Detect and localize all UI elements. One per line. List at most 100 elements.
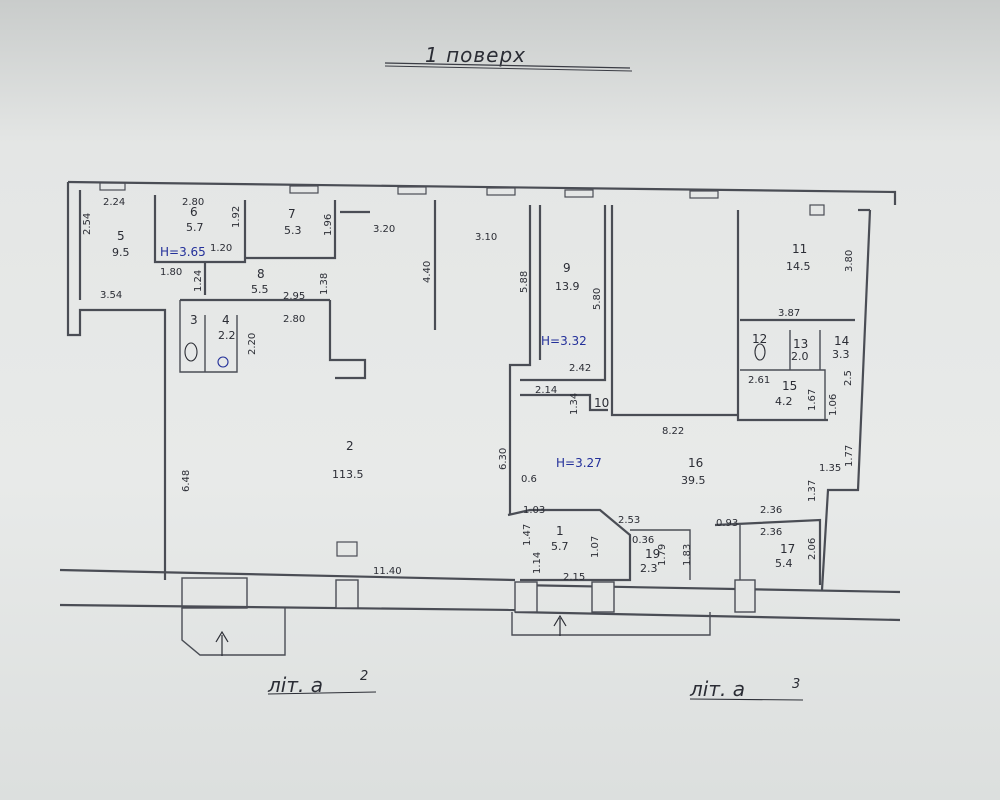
dimension-label: 5.80 bbox=[592, 288, 603, 310]
lit-labels: літ. а 2 літ. а 3 bbox=[267, 669, 804, 701]
room-number: 2 bbox=[346, 439, 354, 453]
dimension-label: 2.53 bbox=[618, 515, 640, 526]
dimension-label: 1.06 bbox=[828, 394, 839, 416]
dimension-label: 2.5 bbox=[843, 370, 854, 386]
dimension-label: 2.24 bbox=[103, 197, 125, 208]
lit-label-sup: 3 bbox=[792, 677, 800, 692]
room-area: 5.5 bbox=[251, 283, 269, 296]
dimension-label: 2.06 bbox=[807, 538, 818, 560]
dimension-label: 1.96 bbox=[323, 214, 334, 236]
room-area: 2.0 bbox=[791, 350, 809, 363]
height-marks: H=3.65 H=3.32 H=3.27 bbox=[160, 245, 602, 470]
dimension-label: 2.42 bbox=[569, 363, 591, 374]
room-number: 8 bbox=[257, 267, 265, 281]
room-number: 15 bbox=[782, 379, 797, 393]
room-number: 7 bbox=[288, 207, 296, 221]
lit-label: літ. а bbox=[689, 677, 745, 701]
room-number: 10 bbox=[594, 396, 609, 410]
dimension-label: 0.36 bbox=[632, 535, 654, 546]
dimension-label: 0.6 bbox=[521, 474, 537, 485]
dimension-label: 2.36 bbox=[760, 527, 782, 538]
room-area: 9.5 bbox=[112, 246, 130, 259]
room-number: 3 bbox=[190, 313, 198, 327]
sanitary-fixtures bbox=[184, 342, 766, 368]
room-area: 2.2 bbox=[218, 329, 236, 342]
room-number: 12 bbox=[752, 332, 767, 346]
dimension-label: 1.38 bbox=[319, 273, 330, 295]
dimension-label: 2.54 bbox=[82, 213, 93, 235]
height-mark: H=3.27 bbox=[556, 456, 602, 470]
dimension-label: 2.95 bbox=[283, 291, 305, 302]
dimension-label: 0.93 bbox=[716, 518, 738, 529]
dimension-label: 1.92 bbox=[231, 206, 242, 228]
room-area: 4.2 bbox=[775, 395, 793, 408]
dimension-label: 3.54 bbox=[100, 290, 122, 301]
room-area: 5.7 bbox=[186, 221, 204, 234]
room-number: 6 bbox=[190, 205, 198, 219]
windows-top bbox=[99, 182, 825, 216]
dimension-label: 5.88 bbox=[519, 271, 530, 293]
height-mark: H=3.32 bbox=[541, 334, 587, 348]
dimension-label: 3.10 bbox=[475, 232, 497, 243]
dimension-label: 1.35 bbox=[819, 463, 841, 474]
room-area: 13.9 bbox=[555, 280, 580, 293]
dimension-label: 1.47 bbox=[522, 524, 533, 546]
room-area: 39.5 bbox=[681, 474, 706, 487]
dimension-label: 2.80 bbox=[182, 197, 204, 208]
room-number: 1 bbox=[556, 524, 564, 538]
room-area: 5.7 bbox=[551, 540, 569, 553]
dimension-label: 3.20 bbox=[373, 224, 395, 235]
dimension-label: 11.40 bbox=[373, 566, 402, 577]
dimension-label: 1.14 bbox=[532, 552, 543, 574]
plan-title: 1 поверх bbox=[425, 43, 526, 67]
dimension-label: 1.20 bbox=[210, 243, 232, 254]
title-underline-2 bbox=[384, 65, 633, 72]
dimension-label: 2.14 bbox=[535, 385, 557, 396]
dimension-label: 1.67 bbox=[807, 389, 818, 411]
room-number: 16 bbox=[688, 456, 703, 470]
dimension-label: 1.79 bbox=[657, 544, 668, 566]
height-mark: H=3.65 bbox=[160, 245, 206, 259]
dimension-label: 2.15 bbox=[563, 572, 585, 583]
lit-label-sup: 2 bbox=[360, 669, 368, 684]
dimension-label: 1.03 bbox=[523, 505, 545, 516]
interior-walls bbox=[153, 195, 855, 585]
room-area: 5.3 bbox=[284, 224, 302, 237]
dimension-label: 3.80 bbox=[844, 250, 855, 272]
room-number: 4 bbox=[222, 313, 230, 327]
room-area: 3.3 bbox=[832, 348, 850, 361]
title-underline bbox=[384, 62, 631, 69]
dimension-label: 8.22 bbox=[662, 426, 684, 437]
room-area: 113.5 bbox=[332, 468, 364, 481]
dimension-label: 6.30 bbox=[498, 448, 509, 470]
dimension-label: 1.77 bbox=[844, 445, 855, 467]
dimension-label: 1.37 bbox=[807, 480, 818, 502]
dimension-label: 1.34 bbox=[569, 393, 580, 415]
dimension-label: 1.24 bbox=[193, 270, 204, 292]
room-number: 13 bbox=[793, 337, 808, 351]
room-number: 19 bbox=[645, 547, 660, 561]
room-number: 14 bbox=[834, 334, 849, 348]
dimension-label: 1.83 bbox=[682, 544, 693, 566]
dimension-label: 4.40 bbox=[422, 261, 433, 283]
dimension-label: 6.48 bbox=[181, 470, 192, 492]
dimension-label: 2.20 bbox=[247, 333, 258, 355]
room-number: 11 bbox=[792, 242, 807, 256]
outer-walls bbox=[59, 180, 901, 622]
room-area: 5.4 bbox=[775, 557, 793, 570]
dimension-label: 2.61 bbox=[748, 375, 770, 386]
dimension-label: 2.80 bbox=[283, 314, 305, 325]
room-number: 17 bbox=[780, 542, 795, 556]
dimension-label: 2.36 bbox=[760, 505, 782, 516]
dimension-labels: 2.24 2.54 2.80 1.92 1.96 3.20 3.10 4.40 … bbox=[82, 197, 855, 583]
lit-underline bbox=[689, 698, 804, 701]
dimension-label: 1.80 bbox=[160, 267, 182, 278]
room-area: 2.3 bbox=[640, 562, 658, 575]
room-number: 9 bbox=[563, 261, 571, 275]
room-labels: 5 9.5 6 5.7 7 5.3 8 5.5 3 4 2.2 2 113.5 … bbox=[112, 205, 850, 575]
room-area: 14.5 bbox=[786, 260, 811, 273]
dimension-label: 1.07 bbox=[590, 536, 601, 558]
room-number: 5 bbox=[117, 229, 125, 243]
